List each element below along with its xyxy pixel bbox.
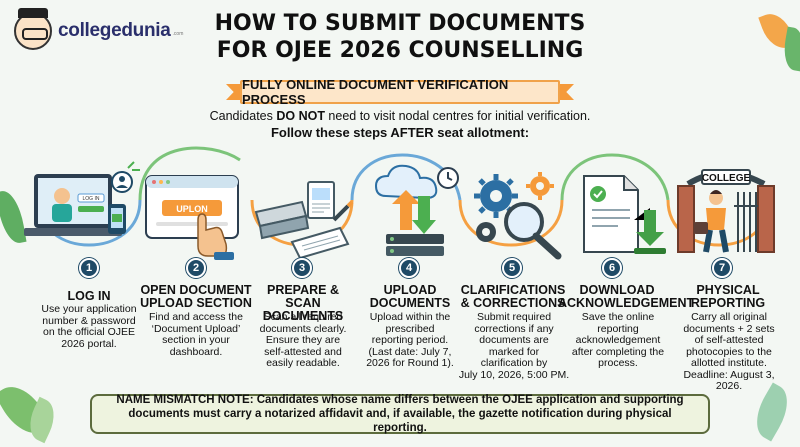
brand-logo: collegedunia .com (14, 8, 184, 50)
step-2-desc-line-3: section in your (162, 334, 230, 346)
ribbon-label: FULLY ONLINE DOCUMENT VERIFICATION PROCE… (240, 77, 560, 107)
step-5-desc-line-1: Submit required (476, 311, 552, 323)
upload-button-text: UPLON (176, 204, 208, 214)
download-acknowledgement-icon (583, 175, 666, 254)
step-3-description: Scan all required documents clearly. Ens… (252, 311, 354, 370)
step-5-desc-line-3: documents are (479, 334, 549, 346)
step-4-desc-line-3: reporting period. (371, 334, 449, 346)
step-6-title-line-2: ACKNOWLEDGEMENT (558, 296, 695, 310)
step-7-description: Carry all original documents + 2 sets of… (670, 311, 788, 393)
step-4-desc-line-4: (Last date: July 7, (368, 345, 452, 358)
step-3-title: PREPARE & SCAN DOCUMENTS (250, 284, 356, 323)
step-3-desc-line-3: Ensure they are (265, 334, 341, 346)
step-4-desc-line-2: prescribed (385, 322, 435, 335)
subtitle-line-1: Candidates DO NOT need to visit nodal ce… (0, 109, 800, 124)
step-6-desc-line-2: reporting (597, 322, 639, 335)
step-5-number-badge: 5 (502, 258, 522, 278)
step-1-desc-line-4: 2026 portal. (61, 337, 117, 350)
step-3-title-line-2: DOCUMENTS (262, 309, 344, 323)
step-1-description: Use your application number & password o… (34, 303, 144, 350)
step-6-description: Save the online reporting acknowledgemen… (566, 311, 670, 370)
step-3-desc-line-2: documents clearly. (259, 322, 347, 335)
page-title-line-1: HOW TO SUBMIT DOCUMENTS (214, 11, 586, 36)
step-5-description: Submit required corrections if any docum… (456, 311, 572, 381)
step-4-desc-line-1: Upload within the (369, 311, 451, 323)
step-7-number-badge: 7 (712, 258, 732, 278)
step-1-desc-line-3: on the official OJEE (42, 326, 136, 338)
step-3-number-badge: 3 (292, 258, 312, 278)
step-7-title-line-2: REPORTING (690, 296, 766, 310)
step-7-desc-line-3: of self-attested (694, 334, 764, 346)
login-button-text: LOG IN (83, 196, 100, 202)
step-2-desc-line-2: ‘Document Upload’ (151, 322, 241, 335)
step-3-desc-line-5: easily readable. (266, 357, 340, 369)
step-4-description: Upload within the prescribed reporting p… (360, 311, 460, 370)
college-sign-text: COLLEGE (702, 173, 751, 184)
curve-segment-5 (458, 199, 564, 247)
page-title: HOW TO SUBMIT DOCUMENTS FOR OJEE 2026 CO… (0, 10, 800, 64)
step-5-desc-line-6: July 10, 2026, 5:00 PM. (458, 368, 570, 381)
cloud-upload-server-icon (374, 164, 459, 256)
step-4-title-line-2: DOCUMENTS (369, 296, 451, 310)
college-gate-icon: COLLEGE (677, 169, 775, 253)
step-4-number-badge: 4 (399, 258, 419, 278)
step-5-desc-line-4: marked for (488, 345, 540, 358)
step-5-desc-line-5: clarification by (480, 357, 548, 369)
subtitle-post: need to visit nodal centres for initial … (324, 109, 591, 123)
curve-segment-2 (138, 146, 241, 201)
note-line-1: NAME MISMATCH NOTE: Candidates whose nam… (116, 394, 684, 406)
step-7-desc-line-6: Deadline: August 3, 2026. (683, 368, 775, 392)
browser-upload-icon: UPLON (145, 175, 239, 260)
step-2-description: Find and access the ‘Document Upload’ se… (146, 311, 246, 358)
subtitle-bold: DO NOT (276, 109, 325, 123)
step-2-title: OPEN DOCUMENT UPLOAD SECTION (140, 284, 252, 310)
step-2-title-line-2: UPLOAD SECTION (140, 296, 252, 310)
page-title-line-2: FOR OJEE 2026 COUNSELLING (216, 38, 584, 63)
step-5-title-line-2: & CORRECTIONS (460, 296, 566, 310)
step-4-title: UPLOAD DOCUMENTS (362, 284, 458, 310)
step-3-desc-line-1: Scan all required (263, 311, 343, 323)
step-6-title: DOWNLOAD ACKNOWLEDGEMENT (558, 283, 695, 310)
step-6-desc-line-4: after completing the (571, 345, 665, 358)
scanner-documents-icon (254, 181, 354, 260)
note-line-2: documents must carry a notarized affidav… (128, 408, 672, 434)
step-5-title: CLARIFICATIONS & CORRECTIONS (460, 284, 566, 310)
step-6-title-line-1: DOWNLOAD (579, 283, 655, 297)
step-1-desc-line-1: Use your application (41, 303, 137, 315)
step-2-title-line-1: OPEN DOCUMENT (140, 283, 252, 297)
step-6-desc-line-5: process. (598, 357, 638, 369)
step-6-desc-line-1: Save the online (581, 311, 655, 323)
step-2-desc-line-1: Find and access the (149, 311, 243, 323)
mascot-icon (14, 8, 52, 50)
gears-magnifier-icon (474, 172, 562, 260)
step-7-title: PHYSICAL REPORTING (680, 284, 776, 310)
curve-segment-6 (560, 153, 670, 201)
brand-suffix: .com (172, 31, 184, 37)
process-ribbon: FULLY ONLINE DOCUMENT VERIFICATION PROCE… (226, 77, 574, 107)
step-5-title-line-1: CLARIFICATIONS (460, 283, 566, 297)
step-2-desc-line-4: dashboard. (169, 345, 223, 358)
step-4-desc-line-5: 2026 for Round 1). (366, 357, 454, 369)
step-1-number-badge: 1 (79, 258, 99, 278)
step-5-desc-line-2: corrections if any (474, 322, 554, 335)
step-7-desc-line-2: documents + 2 sets (683, 322, 775, 335)
step-6-desc-line-3: acknowledgement (575, 334, 661, 346)
step-1-title: LOG IN (36, 290, 142, 303)
laptop-login-icon: LOG IN (24, 161, 140, 236)
step-4-title-line-1: UPLOAD (383, 283, 437, 297)
step-3-title-line-1: PREPARE & SCAN (266, 283, 339, 310)
subtitle-pre: Candidates (209, 109, 277, 123)
step-2-number-badge: 2 (186, 258, 206, 278)
step-7-title-line-1: PHYSICAL (696, 283, 760, 297)
step-7-desc-line-4: photocopies to the (686, 345, 772, 358)
step-7-desc-line-1: Carry all original (691, 311, 767, 323)
name-mismatch-note: NAME MISMATCH NOTE: Candidates whose nam… (90, 394, 710, 434)
step-6-number-badge: 6 (602, 258, 622, 278)
subtitle-line-2: Follow these steps AFTER seat allotment: (270, 125, 530, 140)
step-7-desc-line-5: allotted institute. (691, 357, 767, 369)
step-3-desc-line-4: self-attested and (264, 345, 342, 358)
step-1-desc-line-2: number & password (42, 314, 136, 327)
brand-name: collegedunia (58, 20, 171, 41)
step-1-title-line-1: LOG IN (67, 289, 111, 303)
